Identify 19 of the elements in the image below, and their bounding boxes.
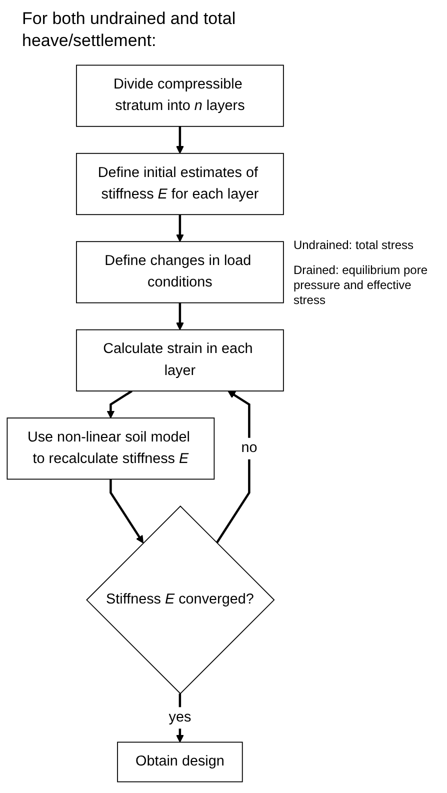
edge-label: yes xyxy=(168,710,192,726)
arrow xyxy=(176,214,184,242)
note-text: Drained: equilibrium pore pressure and effective stress xyxy=(293,262,429,308)
node-box: Calculate strain in each layer xyxy=(76,329,284,392)
node-box: Obtain design xyxy=(117,742,243,782)
arrow xyxy=(176,694,184,743)
note-text: Undrained: total stress xyxy=(293,238,414,253)
node-diamond: Stiffness E converged? xyxy=(86,506,275,694)
title: For both undrained and total heave/settlement: xyxy=(22,8,237,52)
node-box: Use non-linear soil model to recalculate stiffness E xyxy=(6,418,215,480)
arrow xyxy=(216,390,250,544)
arrow xyxy=(176,126,184,154)
edge-label: no xyxy=(241,440,258,456)
arrow xyxy=(176,302,184,330)
node-box: Define initial estimates of stiffness E for each layer xyxy=(76,152,284,216)
node-box: Divide compressible stratum into n layers xyxy=(76,64,284,127)
arrow xyxy=(110,479,144,544)
arrow xyxy=(106,390,132,418)
node-box: Define changes in load conditions xyxy=(76,241,284,304)
